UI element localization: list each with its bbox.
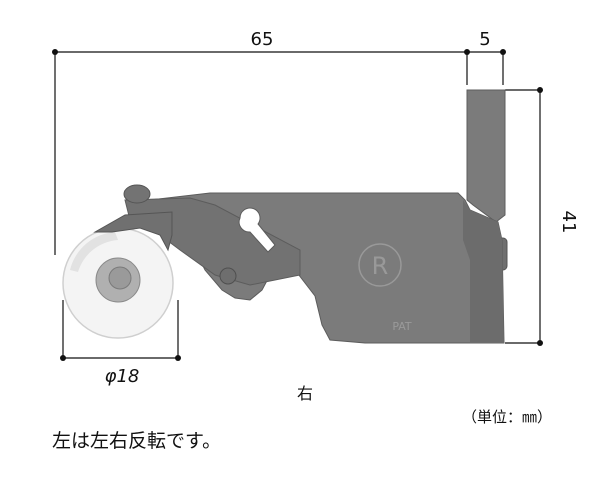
dimension-65-label: 65 [251,29,274,50]
rivet [219,267,237,285]
dot [52,49,58,55]
dot [175,355,181,361]
dimension-dots [52,49,543,361]
dimension-lines [54,51,541,359]
wheel-bracket [93,211,173,252]
dimension-41-label: 41 [558,211,579,234]
dimension-diameter-label: φ18 [105,366,140,387]
registered-mark-letter: R [372,252,389,280]
pat-emboss: PAT [392,320,412,333]
unit-note: （単位：㎜） [462,408,553,426]
flange [466,89,506,223]
dot [537,87,543,93]
top-knob [123,184,151,204]
body-edge-shade [463,200,504,343]
wheel-rim-shadow [70,232,118,272]
side-label: 右 [297,384,314,403]
left-mirror-note: 左は左右反転です。 [52,430,222,452]
dot [537,340,543,346]
registered-mark-circle [358,243,402,287]
wheel-axle [108,266,132,290]
dot [500,49,506,55]
dimension-5-label: 5 [479,29,490,50]
keyhole-slot [238,207,276,253]
dot [60,355,66,361]
roller-part: R PAT [62,89,508,344]
dot [464,49,470,55]
